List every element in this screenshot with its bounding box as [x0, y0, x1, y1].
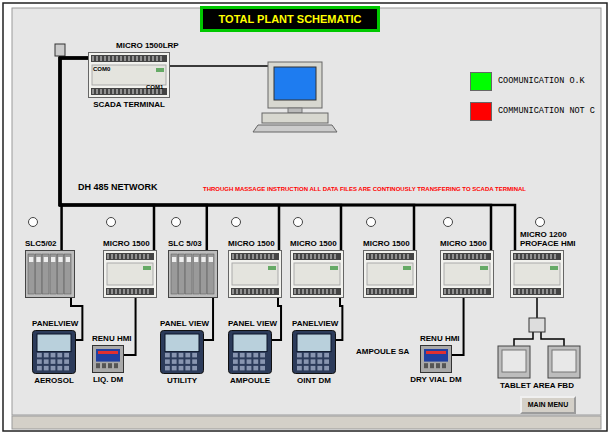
device-name: MICRO 1500: [440, 239, 487, 248]
device-name: MICRO 1500: [363, 239, 410, 248]
plc-unit: MICRO 1500: [290, 250, 344, 298]
device-name: RENU HMI: [92, 334, 132, 343]
network-label: DH 485 NETWORK: [78, 182, 158, 192]
port-label: COM0: [93, 66, 110, 73]
title-box: TOTAL PLANT SCHEMATIC: [200, 6, 380, 32]
title-text: TOTAL PLANT SCHEMATIC: [219, 13, 362, 25]
scada-device: [88, 52, 170, 98]
status-lamp: [367, 218, 376, 227]
window-frame: [3, 3, 607, 431]
device-name: RENU HMI: [420, 334, 460, 343]
tablet-screen: [498, 346, 530, 378]
hmi-cable: [452, 298, 464, 355]
status-lamp: [172, 218, 181, 227]
device-name: PANELVIEW: [32, 319, 78, 328]
renu-hmi: RENU HMIDRY VIAL DM: [420, 345, 452, 373]
network-tap: [529, 318, 545, 332]
status-bar: [12, 416, 601, 429]
status-lamp: [107, 218, 116, 227]
screen-panel: [12, 8, 601, 415]
panelview-hmi: PANEL VIEWUTILITY: [160, 330, 204, 374]
device-name: PANEL VIEW: [228, 319, 277, 328]
dh485-bus: [60, 58, 88, 250]
station-name: OINT DM: [297, 376, 331, 385]
micro-device: [510, 250, 564, 298]
station-name: LIQ. DM: [93, 375, 123, 384]
station-label: TABLET AREA FBD: [500, 381, 574, 390]
legend-text: COMMUNICATION NOT C: [498, 106, 595, 116]
renu-hmi: RENU HMILIQ. DM: [92, 345, 124, 373]
plc-unit: MICRO 1500: [440, 250, 494, 298]
slc-device: [168, 250, 218, 298]
device-name: PANELVIEW: [292, 319, 338, 328]
tablet-screen: [548, 346, 580, 378]
note-text: THROUGH MASSAGE INSTRUCTION ALL DATA FIL…: [203, 186, 526, 193]
legend-item: COMMUNICATION NOT C: [470, 102, 595, 120]
device-name: MICRO 1500: [228, 239, 275, 248]
plc-unit: MICRO 1500: [103, 250, 157, 298]
device-name: MAIN MENU: [528, 401, 568, 409]
plc-unit: MICRO 1200 PROFACE HMI: [510, 250, 564, 298]
device-name: MICRO 1500LRP: [116, 41, 179, 50]
status-lamp: [536, 218, 545, 227]
status-lamp: [29, 218, 38, 227]
panelview-hmi: PANELVIEWAEROSOL: [32, 330, 76, 374]
device-name: PANEL VIEW: [160, 319, 209, 328]
scada-cable: [170, 65, 268, 67]
pv-device: [160, 330, 204, 374]
status-lamp: [294, 218, 303, 227]
device-name: SLC5/02: [25, 239, 57, 248]
renu-device: [92, 345, 124, 373]
micro-device: [228, 250, 282, 298]
port-label: COM1: [146, 84, 163, 91]
plc-rack: SLC5/02: [25, 250, 75, 298]
renu-device: [420, 345, 452, 373]
panelview-hmi: PANELVIEWOINT DM: [292, 330, 336, 374]
micro-device: [103, 250, 157, 298]
legend-text: COOMUNICATION O.K: [498, 76, 585, 86]
micro-device: [440, 250, 494, 298]
device-name: MICRO 1500: [103, 239, 150, 248]
micro-device: [290, 250, 344, 298]
tablet-link: [514, 298, 564, 346]
station-name: SCADA TERMINAL: [93, 100, 165, 109]
micro-device: [363, 250, 417, 298]
plc-unit: MICRO 1500: [363, 250, 417, 298]
pv-device: [32, 330, 76, 374]
plc-unit: MICRO 1500: [228, 250, 282, 298]
computer-symbol: [253, 62, 337, 132]
legend-swatch: [470, 72, 492, 91]
device-name: MICRO 1500: [290, 239, 337, 248]
legend-item: COOMUNICATION O.K: [470, 72, 595, 90]
station-name: UTILITY: [167, 376, 197, 385]
status-lamp: [232, 218, 241, 227]
legend-swatch: [470, 102, 492, 121]
hmi-cable: [124, 298, 136, 355]
pv-device: [292, 330, 336, 374]
network-tap: [55, 44, 65, 56]
station-label: AMPOULE SA: [356, 347, 409, 356]
scada-plc: MICRO 1500LRPSCADA TERMINAL: [88, 52, 170, 98]
legend: COOMUNICATION O.K COMMUNICATION NOT C: [470, 72, 595, 132]
station-name: DRY VIAL DM: [410, 375, 461, 384]
device-name: SLC 5/03: [168, 239, 202, 248]
device-name: MICRO 1200 PROFACE HMI: [520, 230, 582, 248]
status-lamp: [444, 218, 453, 227]
station-name: AEROSOL: [34, 376, 74, 385]
menu-button: MAIN MENU: [520, 396, 576, 414]
slc-device: [25, 250, 75, 298]
plc-rack: SLC 5/03: [168, 250, 218, 298]
pv-device: [228, 330, 272, 374]
station-name: AMPOULE: [230, 376, 270, 385]
panelview-hmi: PANEL VIEWAMPOULE: [228, 330, 272, 374]
